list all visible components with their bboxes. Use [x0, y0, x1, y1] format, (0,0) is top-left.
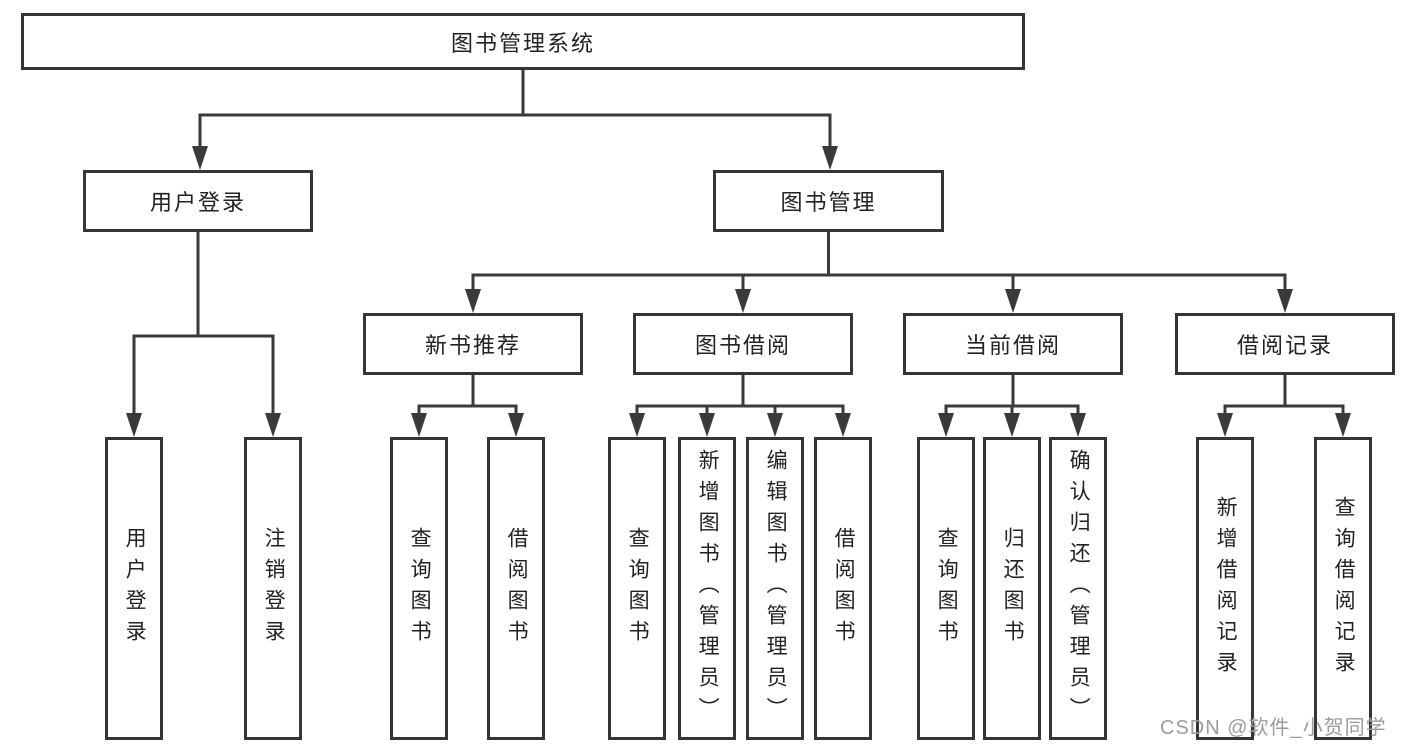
arrow-down-icon: [508, 413, 524, 437]
connector-userlogin-to-leaves: [126, 232, 281, 437]
arrow-down-icon: [1004, 413, 1020, 437]
connector-bookmgmt-to-level3: [465, 232, 1293, 313]
leaf-label: 归还图书: [1001, 526, 1025, 651]
node-borrow-records: 借阅记录: [1175, 313, 1395, 375]
leaf-label: 查询图书: [935, 526, 959, 651]
connector-root-to-level2: [192, 70, 838, 170]
node-book-management: 图书管理: [713, 170, 944, 232]
leaf-query-books-1: 查询图书: [390, 437, 448, 740]
leaf-label: 确认归还（管理员）: [1067, 449, 1091, 728]
leaf-user-login: 用户登录: [105, 437, 163, 740]
leaf-query-books-2: 查询图书: [608, 437, 666, 740]
leaf-borrow-books-1: 借阅图书: [487, 437, 545, 740]
arrow-down-icon: [629, 413, 645, 437]
arrow-down-icon: [938, 413, 954, 437]
leaf-logout: 注销登录: [244, 437, 302, 740]
node-label: 当前借阅: [964, 333, 1061, 358]
leaf-label: 查询图书: [626, 526, 650, 651]
leaf-label: 查询借阅记录: [1332, 495, 1356, 682]
arrow-down-icon: [126, 413, 142, 437]
arrow-down-icon: [1070, 413, 1086, 437]
node-label: 用户登录: [149, 190, 246, 215]
node-user-login: 用户登录: [83, 170, 313, 232]
leaf-return-books: 归还图书: [983, 437, 1041, 740]
leaf-query-books-3: 查询图书: [917, 437, 975, 740]
node-label: 图书管理系统: [450, 30, 595, 56]
arrow-down-icon: [699, 413, 715, 437]
connector-newrec-to-leaves: [411, 375, 524, 437]
connector-current-to-leaves: [938, 375, 1086, 437]
node-current-borrow: 当前借阅: [903, 313, 1123, 375]
node-label: 借阅记录: [1236, 333, 1333, 358]
leaf-edit-books-admin: 编辑图书（管理员）: [746, 437, 804, 740]
arrow-down-icon: [1005, 289, 1021, 313]
arrow-down-icon: [767, 413, 783, 437]
leaf-label: 借阅图书: [832, 526, 856, 651]
leaf-label: 注销登录: [262, 526, 286, 651]
leaf-label: 查询图书: [408, 526, 432, 651]
arrow-down-icon: [1277, 289, 1293, 313]
csdn-watermark: CSDN @软件_小贺同学: [1160, 717, 1387, 739]
node-book-borrow: 图书借阅: [633, 313, 853, 375]
arrow-down-icon: [835, 413, 851, 437]
leaf-confirm-return-admin: 确认归还（管理员）: [1049, 437, 1107, 740]
arrow-down-icon: [735, 289, 751, 313]
leaf-add-books-admin: 新增图书（管理员）: [678, 437, 736, 740]
leaf-label: 新增图书（管理员）: [696, 449, 720, 728]
leaf-label: 用户登录: [123, 526, 147, 651]
arrow-down-icon: [411, 413, 427, 437]
connector-borrow-to-leaves: [629, 375, 851, 437]
node-new-book-recommend: 新书推荐: [363, 313, 583, 375]
arrow-down-icon: [822, 146, 838, 170]
node-label: 新书推荐: [424, 333, 521, 358]
leaf-query-borrow-record: 查询借阅记录: [1314, 437, 1372, 740]
arrow-down-icon: [192, 146, 208, 170]
leaf-label: 借阅图书: [505, 526, 529, 651]
connector-records-to-leaves: [1217, 375, 1351, 437]
leaf-borrow-books-2: 借阅图书: [814, 437, 872, 740]
arrow-down-icon: [265, 413, 281, 437]
arrow-down-icon: [465, 289, 481, 313]
leaf-label: 编辑图书（管理员）: [764, 449, 788, 728]
node-library-system: 图书管理系统: [21, 13, 1025, 70]
node-label: 图书管理: [780, 190, 877, 215]
leaf-label: 新增借阅记录: [1214, 495, 1238, 682]
leaf-add-borrow-record: 新增借阅记录: [1196, 437, 1254, 740]
arrow-down-icon: [1217, 413, 1233, 437]
arrow-down-icon: [1335, 413, 1351, 437]
node-label: 图书借阅: [694, 333, 791, 358]
